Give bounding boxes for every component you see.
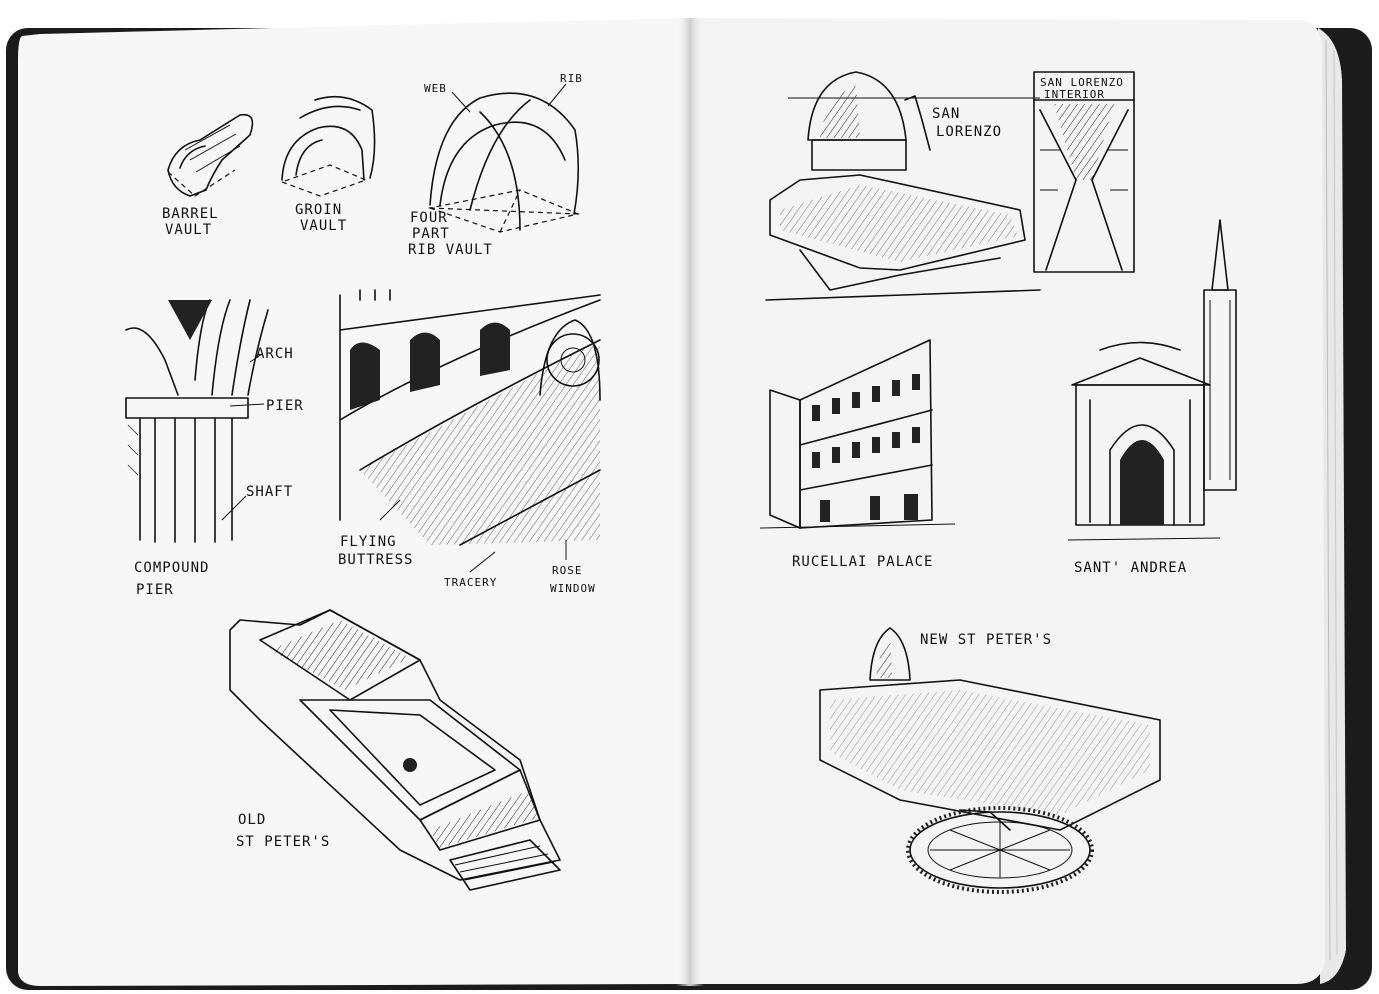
gutter-shadow <box>676 18 704 986</box>
pier-label: PIER <box>266 398 304 414</box>
tracery-label: TRACERY <box>444 576 497 589</box>
new-st-peters-sketch <box>819 627 1161 894</box>
rib-vault-sketch <box>427 83 580 233</box>
rucellai-palace-sketch <box>759 339 956 529</box>
sant-andrea-label: SANT' ANDREA <box>1074 560 1187 576</box>
new-st-peters-label: NEW ST PETER'S <box>920 632 1052 648</box>
san-lorenzo-sketch <box>765 71 1041 301</box>
san-lorenzo-interior-sketch <box>1033 71 1135 273</box>
left-page <box>18 18 690 986</box>
barrel-vault-label: BARREL VAULT <box>162 206 228 238</box>
groin-vault-sketch <box>280 95 376 197</box>
san-lorenzo-label: SAN LORENZO <box>932 106 1002 140</box>
shaft-label: SHAFT <box>246 484 293 500</box>
old-st-peters-label: OLD ST PETER'S <box>236 812 330 850</box>
barrel-vault-sketch <box>167 113 254 197</box>
old-st-peters-sketch <box>229 609 561 891</box>
sant-andrea-sketch <box>1067 219 1237 541</box>
right-page <box>690 18 1325 984</box>
groin-vault-label: GROIN VAULT <box>295 202 352 234</box>
san-lorenzo-interior-label: SAN LORENZO INTERIOR <box>1040 76 1131 101</box>
rucellai-palace-label: RUCELLAI PALACE <box>792 554 933 570</box>
compound-pier-label: COMPOUND PIER <box>134 560 219 598</box>
rib-vault-label: FOUR PART RIB VAULT <box>408 210 493 258</box>
arch-label: ARCH <box>256 346 294 362</box>
web-label: WEB <box>424 82 447 95</box>
compound-pier-sketch <box>125 299 269 543</box>
page-stack <box>1318 28 1346 984</box>
flying-buttress-sketch <box>339 289 601 573</box>
rib-label: RIB <box>560 72 583 85</box>
flying-buttress-label: FLYING BUTTRESS <box>338 534 413 568</box>
rose-window-label: ROSE WINDOW <box>550 564 596 595</box>
